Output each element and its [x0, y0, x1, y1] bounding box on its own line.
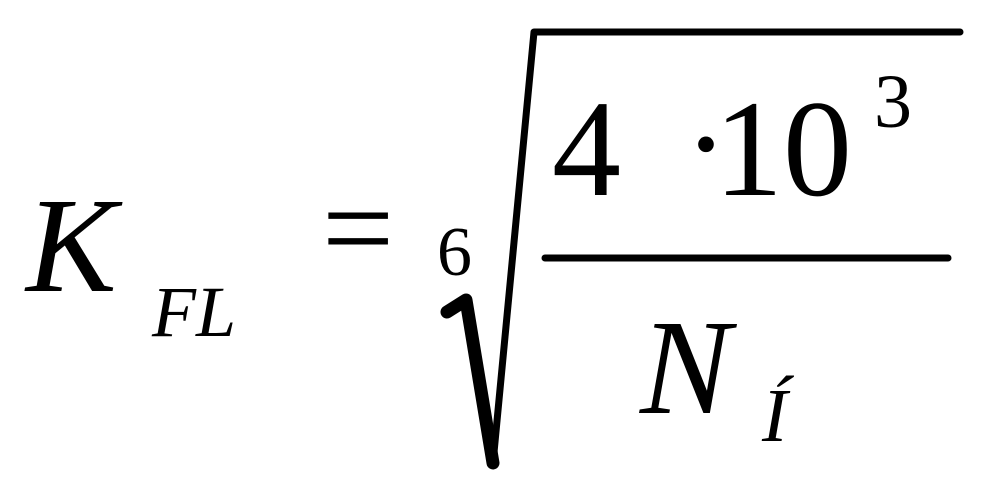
- radical-tick: [440, 293, 500, 470]
- denominator-subscript: Í: [762, 374, 788, 458]
- radical-sign: [440, 28, 964, 470]
- lhs-subscript: FL: [152, 272, 237, 352]
- numerator-coefficient: 4: [552, 72, 621, 225]
- radical-vinculum: [489, 28, 964, 467]
- multiply-sign: ·: [684, 70, 728, 217]
- denominator-symbol: N: [640, 293, 731, 443]
- root-index: 6: [437, 214, 472, 291]
- lhs-symbol: K: [26, 171, 117, 321]
- numerator-base: 10: [714, 72, 852, 225]
- equals-sign: =: [322, 157, 395, 299]
- numerator-exponent: 3: [874, 60, 912, 144]
